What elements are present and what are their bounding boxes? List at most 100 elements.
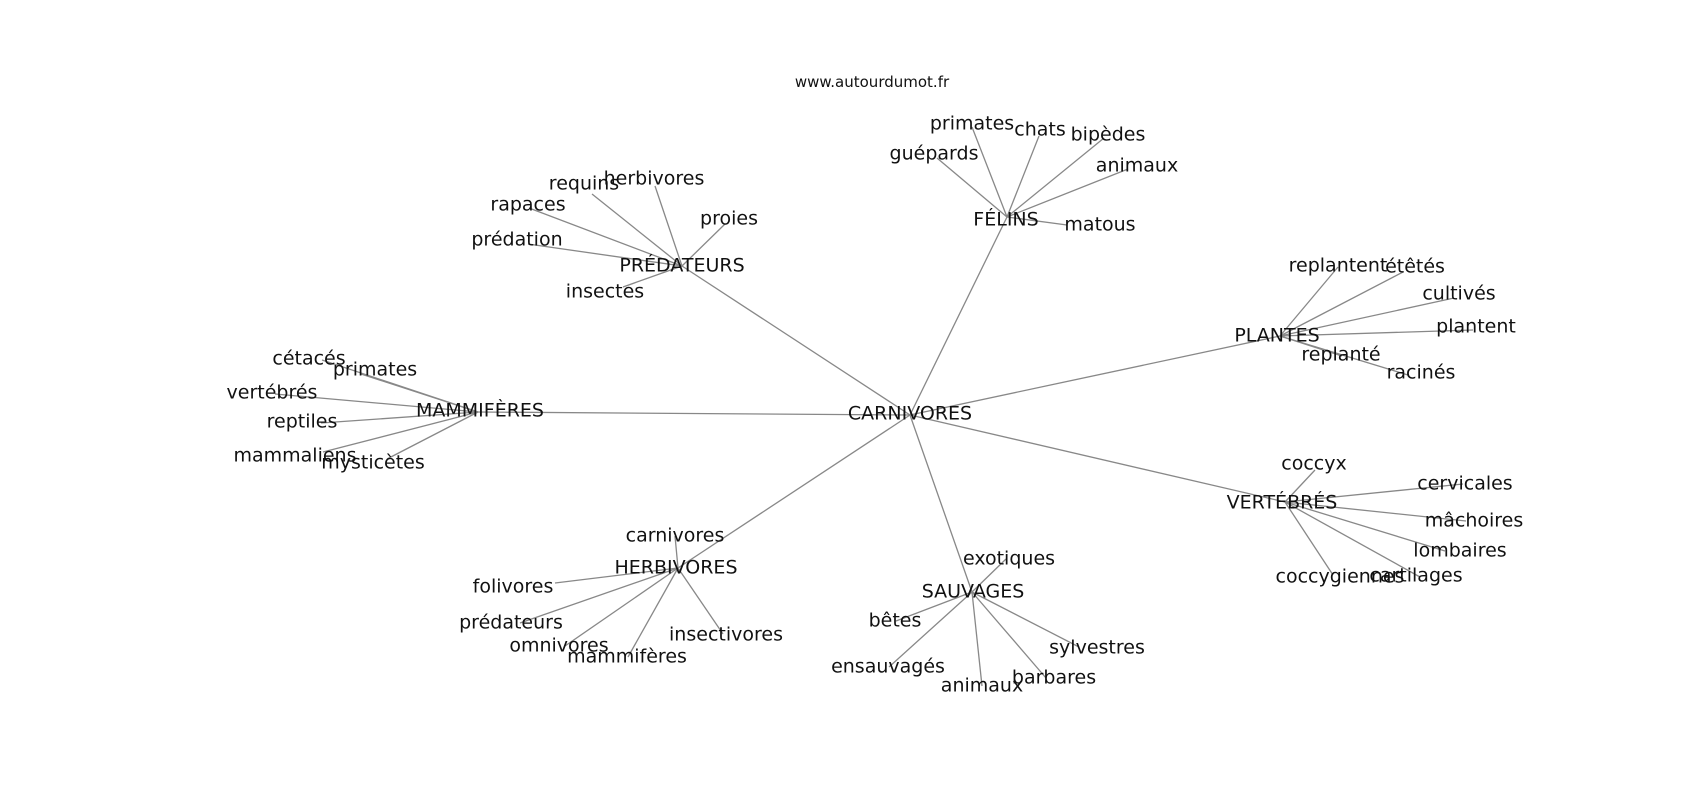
edge-felins-bipedes (1006, 137, 1105, 218)
node-vertebres-coccyx: coccyx (1281, 452, 1347, 475)
node-felins-primates: primates (929, 112, 1015, 135)
edge-predateurs-proies (681, 223, 726, 267)
node-mammiferes-reptiles: reptiles (266, 410, 338, 433)
node-plantes-cultives: cultivés (1422, 282, 1496, 305)
node-plantes-replantent: replantent (1288, 254, 1388, 277)
node-vertebres-cervicales: cervicales (1417, 472, 1513, 495)
edge-herbivores-folivores (554, 567, 679, 584)
edge-vertebres-coccygiennes (1284, 501, 1334, 576)
node-mammiferes-mammaliens: mammaliens (233, 444, 357, 467)
edge-sauvages-animaux (971, 591, 983, 687)
node-plantes-plantent: plantent (1436, 315, 1516, 338)
node-vertebres-cartilages: cartilages (1369, 564, 1463, 587)
edge-plantes-plantent (1279, 329, 1474, 337)
edge-herbivores-omnivores (564, 567, 679, 647)
node-felins-animaux: animaux (1095, 154, 1179, 177)
node-plantes: PLANTES (1234, 324, 1320, 347)
edge-plantes-racines (1279, 335, 1409, 376)
node-plantes-racines: racinés (1386, 361, 1456, 384)
node-sauvages-barbares: barbares (1011, 666, 1097, 689)
node-predateurs-predation: prédation (471, 228, 563, 251)
edge-carnivores-herbivores (677, 414, 911, 569)
edge-herbivores-mammiferes (627, 567, 679, 658)
edge-sauvages-exotiques (971, 558, 1007, 593)
node-felins-guepards: guépards (889, 142, 979, 165)
node-mammiferes: MAMMIFÈRES (416, 399, 544, 422)
node-sauvages-exotiques: exotiques (962, 547, 1056, 570)
node-mammiferes-primates: primates (332, 358, 418, 381)
node-herbivores-omnivores: omnivores (509, 634, 609, 657)
edge-carnivores-plantes (909, 335, 1281, 416)
edge-vertebres-cervicales (1284, 483, 1464, 503)
edge-herbivores-carnivores (674, 535, 679, 569)
edge-carnivores-mammiferes (477, 411, 911, 416)
node-predateurs-insectes: insectes (565, 280, 645, 303)
edge-herbivores-predateurs (519, 567, 679, 624)
node-mammiferes-mysticetes: mysticètes (321, 451, 425, 474)
edge-sauvages-betes (895, 591, 973, 622)
node-vertebres-lombaires: lombaires (1413, 539, 1507, 562)
edge-vertebres-cartilages (1284, 501, 1421, 578)
edge-vertebres-lombaires (1284, 501, 1446, 552)
edge-sauvages-sylvestres (971, 591, 1080, 648)
node-herbivores-carnivores: carnivores (625, 524, 725, 547)
node-herbivores-insectivores: insectivores (669, 623, 783, 646)
edge-carnivores-sauvages (909, 414, 973, 593)
node-vertebres-coccygiennes: coccygiennes (1275, 565, 1405, 588)
node-herbivores: HERBIVORES (614, 556, 738, 579)
node-felins-bipedes: bipèdes (1070, 123, 1146, 146)
edge-vertebres-coccyx (1284, 469, 1316, 503)
edge-mammiferes-mysticetes (386, 411, 479, 460)
edge-predateurs-predation (527, 243, 683, 267)
edge-mammiferes-vertebres (274, 393, 479, 413)
node-predateurs-herbivores: herbivores (603, 167, 705, 190)
edge-carnivores-vertebres (909, 414, 1286, 503)
node-predateurs-requins: requins (548, 172, 620, 195)
node-sauvages-sylvestres: sylvestres (1049, 636, 1145, 659)
edge-herbivores-insectivores (677, 567, 724, 635)
edge-sauvages-barbares (971, 591, 1047, 679)
edge-sauvages-ensauvages (888, 591, 973, 668)
edge-felins-chats (1006, 135, 1040, 218)
edge-plantes-replantent (1279, 266, 1339, 337)
node-sauvages-ensauvages: ensauvagés (831, 655, 945, 678)
node-sauvages: SAUVAGES (921, 580, 1025, 603)
edge-mammiferes-mammaliens (322, 411, 479, 453)
source-url: www.autourdumot.fr (794, 73, 950, 91)
edge-felins-guepards (936, 157, 1008, 218)
node-vertebres: VERTÉBRÉS (1226, 491, 1338, 514)
node-felins-chats: chats (1014, 118, 1066, 141)
node-herbivores-mammiferes: mammifères (567, 645, 687, 668)
node-felins-matous: matous (1064, 213, 1136, 236)
node-mammiferes-vertebres: vertébrés (226, 381, 318, 404)
edge-felins-primates (971, 126, 1008, 218)
edge-felins-matous (1006, 216, 1068, 226)
edge-mammiferes-primates (360, 373, 479, 413)
edge-vertebres-machoires (1284, 501, 1467, 522)
node-carnivores: CARNIVORES (847, 402, 973, 425)
node-plantes-etetes: étêtés (1385, 255, 1445, 278)
node-herbivores-predateurs: prédateurs (459, 611, 563, 634)
node-predateurs: PRÉDATEURS (619, 254, 745, 277)
edge-predateurs-herbivores (654, 185, 683, 267)
edge-predateurs-requins (591, 193, 683, 267)
edge-plantes-etetes (1279, 271, 1404, 337)
edge-plantes-cultives (1279, 297, 1455, 337)
node-vertebres-machoires: mâchoires (1424, 509, 1524, 532)
node-plantes-replante: replanté (1301, 343, 1381, 366)
node-predateurs-proies: proies (700, 207, 758, 230)
node-herbivores-folivores: folivores (472, 575, 554, 598)
edge-carnivores-predateurs (681, 265, 911, 416)
node-sauvages-animaux: animaux (940, 674, 1024, 697)
node-mammiferes-cetaces: cétacés (272, 347, 346, 370)
node-predateurs-rapaces: rapaces (490, 193, 566, 216)
edge-mammiferes-reptiles (320, 411, 479, 424)
node-sauvages-betes: bêtes (868, 609, 922, 632)
edge-felins-animaux (1006, 168, 1129, 218)
edge-predateurs-rapaces (528, 207, 683, 267)
edge-predateurs-insectes (622, 265, 683, 288)
edge-carnivores-felins (909, 216, 1008, 416)
node-felins: FÉLINS (973, 208, 1039, 231)
